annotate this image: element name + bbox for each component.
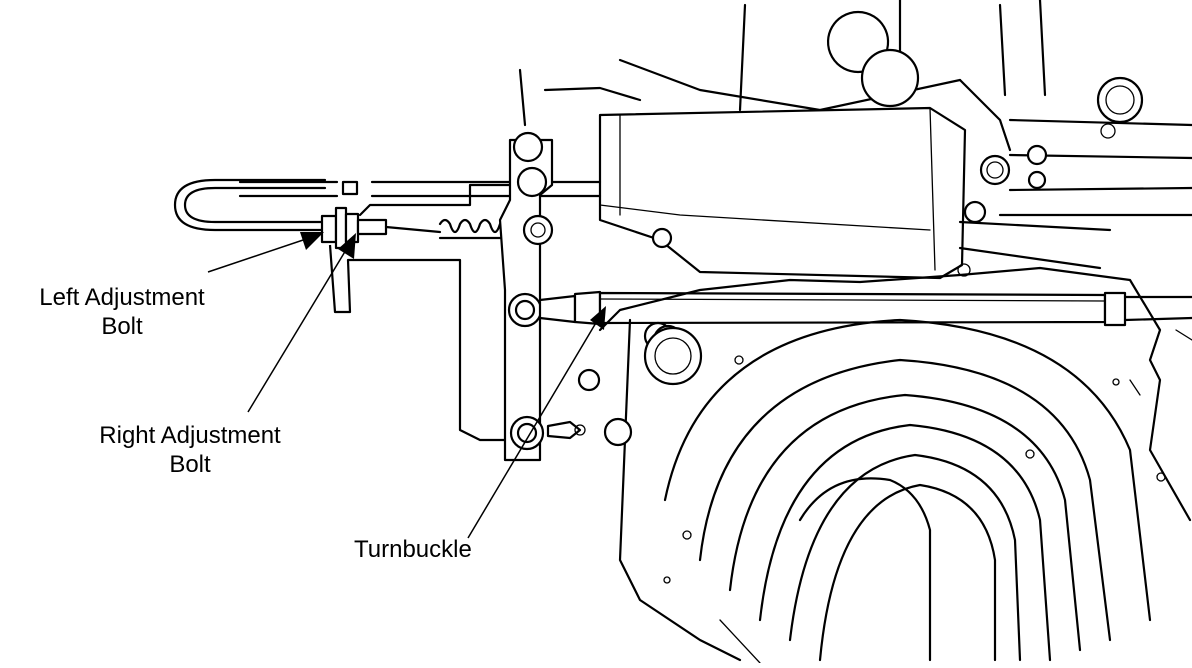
callout-right-line2: Bolt bbox=[169, 451, 211, 478]
callout-left-line1: Left Adjustment bbox=[39, 284, 205, 311]
pivot-arm bbox=[498, 131, 586, 462]
actuator-housing bbox=[598, 106, 1011, 280]
callout-right-adjustment-bolt: Right Adjustment Bolt bbox=[70, 421, 310, 479]
upper-frame bbox=[518, 0, 1192, 217]
callout-left-adjustment-bolt: Left Adjustment Bolt bbox=[6, 283, 238, 341]
rear-rods bbox=[238, 180, 1112, 270]
leader-left bbox=[207, 232, 324, 273]
callout-turnbuckle-label: Turnbuckle bbox=[354, 536, 472, 563]
callout-turnbuckle: Turnbuckle bbox=[354, 535, 472, 564]
callout-right-line1: Right Adjustment bbox=[99, 422, 281, 449]
callout-left-line2: Bolt bbox=[101, 313, 143, 340]
adjustment-bolts bbox=[320, 206, 442, 250]
turnbuckle-rod bbox=[538, 290, 1192, 327]
pulley-housing bbox=[577, 263, 1192, 664]
leader-turnbuckle bbox=[467, 306, 606, 539]
leader-right bbox=[247, 233, 356, 413]
left-bracket bbox=[328, 183, 520, 442]
u-rod bbox=[173, 178, 327, 232]
